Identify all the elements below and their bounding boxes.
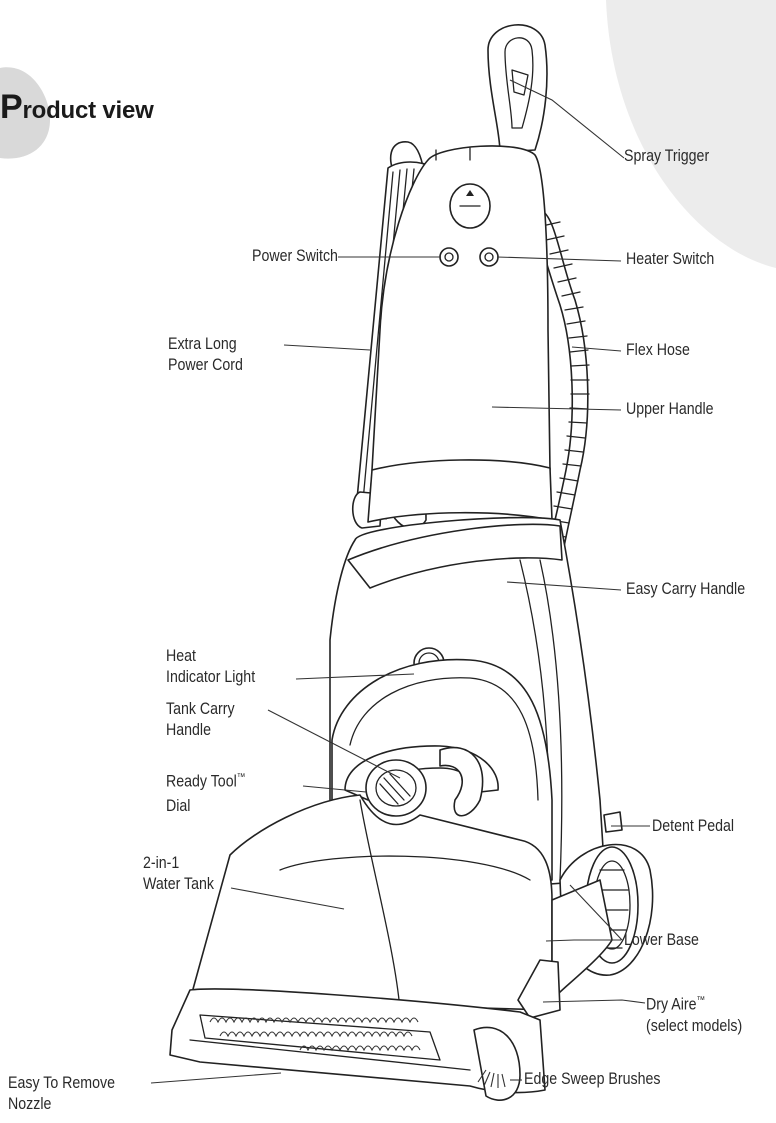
label-2-in-1-water-tank: 2-in-1 Water Tank [143,853,214,895]
tank-handle-grip [439,746,484,817]
detent-pedal-shape [603,811,623,833]
label-heat-indicator-light: Heat Indicator Light [166,646,255,688]
label-extra-long-power-cord-line1: Extra Long [168,335,237,353]
heater-switch-button [479,247,499,267]
page-title-rest: roduct view [22,97,154,124]
label-easy-to-remove-nozzle: Easy To Remove Nozzle [8,1073,115,1115]
cleaner-drawing [169,24,654,1101]
decor-title-tab [0,67,50,159]
page-title-first-letter: P [0,88,23,126]
label-easy-to-remove-nozzle-line1: Easy To Remove [8,1074,116,1092]
label-extra-long-power-cord: Extra Long Power Cord [168,334,243,376]
label-tank-carry-handle-line1: Tank Carry [166,700,235,718]
label-ready-tool-dial-tm: ™ [236,772,246,783]
label-lower-base: Lower Base [624,931,699,949]
label-water-tank-line1: 2-in-1 [143,854,180,872]
label-dry-aire-tm: ™ [696,995,706,1006]
upper-handle-body [371,145,551,471]
label-heat-indicator-light-line2: Indicator Light [166,668,256,686]
page-title: Product view [0,88,154,127]
power-switch-button [439,247,459,267]
spray-trigger-shape [511,69,529,96]
label-easy-to-remove-nozzle-line2: Nozzle [8,1095,52,1113]
decor-shapes [0,0,776,268]
label-easy-carry-handle: Easy Carry Handle [626,580,746,598]
ready-tool-dial-shape [365,759,427,817]
leader-lines [150,79,650,1084]
label-heater-switch: Heater Switch [626,250,715,268]
edge-sweep-brushes-shape [477,1069,506,1088]
label-detent-pedal: Detent Pedal [652,817,735,835]
decor-corner-shape [606,0,776,268]
easy-carry-handle-shape [347,523,563,589]
label-power-switch: Power Switch [252,247,338,265]
label-heat-indicator-light-line1: Heat [166,647,196,665]
label-water-tank-line2: Water Tank [143,875,214,893]
label-ready-tool-dial-line1: Ready Tool [166,772,237,791]
label-dry-aire-line2: (select models) [646,1016,743,1035]
nozzle-brush [209,1017,421,1052]
label-extra-long-power-cord-line2: Power Cord [168,356,243,374]
grip-handle [487,24,548,153]
label-dry-aire-line1: Dry Aire [646,995,697,1014]
mid-band [367,459,553,523]
label-ready-tool-dial: Ready Tool™ Dial [166,767,245,817]
label-dry-aire: Dry Aire™ (select models) [646,990,742,1037]
label-spray-trigger: Spray Trigger [624,147,710,165]
label-ready-tool-dial-line2: Dial [166,796,191,815]
water-tank-body [189,794,553,1011]
label-flex-hose: Flex Hose [626,341,690,359]
label-upper-handle: Upper Handle [626,400,714,418]
label-tank-carry-handle: Tank Carry Handle [166,699,235,741]
label-edge-sweep-brushes: Edge Sweep Brushes [524,1070,661,1088]
label-tank-carry-handle-line2: Handle [166,721,211,739]
